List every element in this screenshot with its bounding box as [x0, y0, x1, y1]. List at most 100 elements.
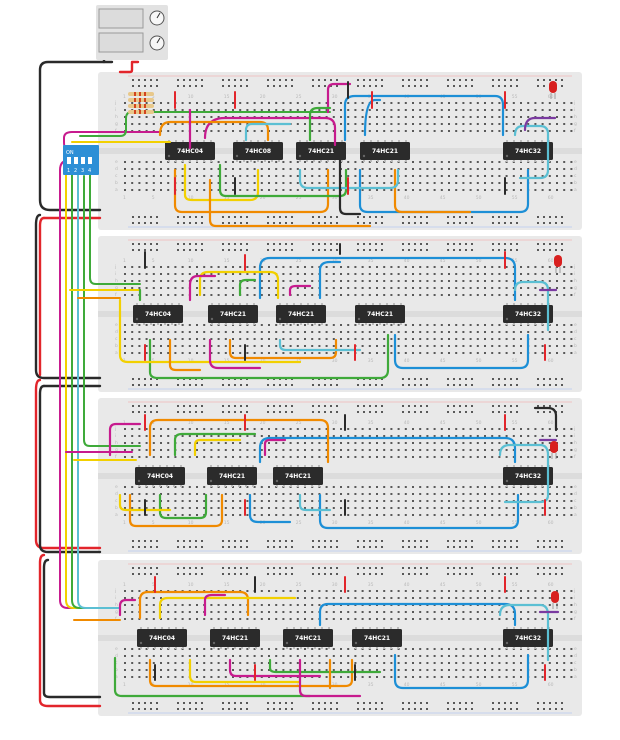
terminal-hole — [419, 273, 422, 275]
terminal-hole — [232, 611, 234, 613]
terminal-hole — [181, 442, 184, 444]
terminal-hole — [433, 324, 436, 326]
terminal-hole — [397, 590, 400, 592]
ic-chip-body — [503, 305, 553, 323]
terminal-hole — [217, 514, 220, 516]
terminal-hole — [404, 428, 407, 430]
terminal-hole — [282, 618, 285, 620]
terminal-hole — [167, 109, 170, 111]
rail-hole — [465, 411, 467, 413]
terminal-hole — [491, 168, 494, 170]
terminal-hole — [462, 116, 465, 118]
terminal-hole — [332, 655, 335, 657]
terminal-hole — [505, 507, 508, 509]
column-number: 1 — [123, 94, 126, 100]
terminal-hole — [318, 102, 321, 104]
terminal-hole — [304, 611, 306, 613]
terminal-hole — [354, 456, 357, 458]
ic-notch — [167, 154, 171, 158]
rail-hole — [549, 378, 551, 380]
rail-hole — [381, 540, 383, 542]
terminal-hole — [484, 435, 486, 437]
terminal-hole — [361, 618, 364, 620]
rail-hole — [150, 405, 152, 407]
terminal-hole — [448, 287, 450, 289]
terminal-hole — [224, 611, 227, 613]
terminal-hole — [412, 189, 414, 191]
rail-hole — [465, 384, 467, 386]
rail-hole — [285, 411, 287, 413]
rail-hole — [453, 546, 455, 548]
ic-pin — [227, 627, 229, 629]
rail-hole — [318, 85, 320, 87]
terminal-hole — [311, 123, 314, 125]
terminal-hole — [440, 514, 443, 516]
terminal-hole — [520, 109, 522, 111]
terminal-hole — [304, 324, 306, 326]
terminal-hole — [404, 324, 407, 326]
rail-hole — [498, 249, 500, 251]
terminal-hole — [462, 294, 465, 296]
ic-pin — [311, 485, 313, 487]
terminal-hole — [210, 168, 213, 170]
ic-pin — [290, 465, 292, 467]
terminal-hole — [361, 590, 364, 592]
terminal-hole — [311, 662, 314, 664]
terminal-hole — [318, 669, 321, 671]
terminal-hole — [455, 676, 458, 678]
terminal-hole — [440, 130, 443, 132]
terminal-hole — [469, 102, 472, 104]
terminal-hole — [174, 493, 177, 495]
terminal-hole — [484, 338, 486, 340]
terminal-hole — [311, 604, 314, 606]
terminal-hole — [354, 161, 357, 163]
ic-pin — [307, 627, 309, 629]
terminal-hole — [217, 189, 220, 191]
terminal-hole — [448, 655, 450, 657]
terminal-hole — [426, 130, 429, 132]
terminal-hole — [282, 507, 285, 509]
terminal-hole — [260, 161, 263, 163]
ic-pin — [534, 485, 536, 487]
ic-pin — [210, 485, 212, 487]
terminal-hole — [260, 435, 263, 437]
terminal-hole — [318, 345, 321, 347]
terminal-hole — [239, 130, 242, 132]
ic-pin — [300, 627, 302, 629]
terminal-hole — [224, 331, 227, 333]
terminal-hole — [203, 507, 206, 509]
terminal-hole — [376, 449, 378, 451]
wire — [263, 438, 287, 457]
terminal-hole — [167, 500, 170, 502]
ic-pin — [297, 465, 299, 467]
terminal-hole — [505, 273, 508, 275]
ic-pin — [145, 485, 147, 487]
terminal-hole — [304, 449, 306, 451]
terminal-hole — [534, 175, 537, 177]
ic-pin — [405, 140, 407, 142]
terminal-hole — [469, 456, 472, 458]
terminal-hole — [412, 662, 414, 664]
terminal-hole — [232, 182, 234, 184]
rail-hole — [555, 708, 557, 710]
rail-hole — [555, 222, 557, 224]
terminal-hole — [196, 294, 198, 296]
row-letter: j — [573, 100, 575, 106]
wire — [118, 60, 140, 74]
ic-pin — [506, 140, 508, 142]
column-number: 10 — [188, 520, 194, 526]
rail-hole — [273, 540, 275, 542]
terminal-hole — [548, 287, 551, 289]
terminal-hole — [433, 116, 436, 118]
terminal-hole — [296, 102, 299, 104]
terminal-hole — [556, 280, 558, 282]
terminal-hole — [160, 669, 162, 671]
terminal-hole — [397, 189, 400, 191]
terminal-hole — [520, 597, 522, 599]
rail-hole — [510, 249, 512, 251]
terminal-hole — [124, 175, 126, 177]
terminal-hole — [491, 189, 494, 191]
column-number: 45 — [440, 520, 446, 526]
rail-hole — [537, 567, 539, 569]
terminal-hole — [217, 428, 220, 430]
